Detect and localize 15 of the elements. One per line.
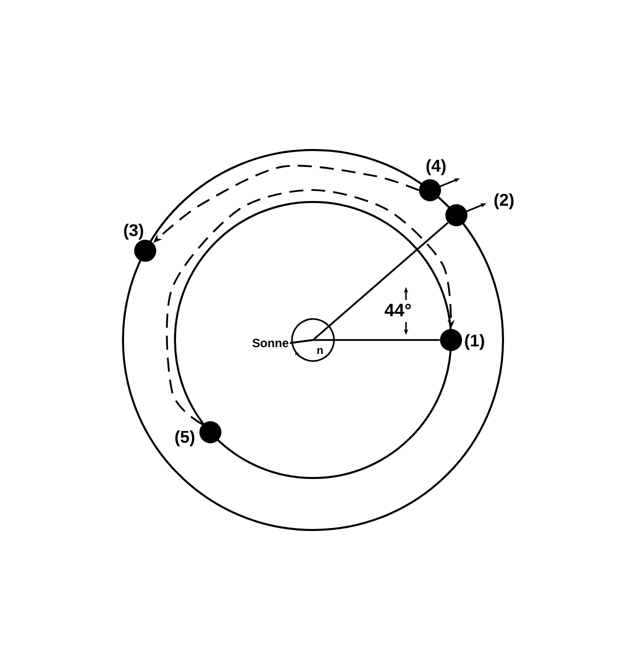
planet-dot (134, 240, 156, 262)
position-label: (5) (175, 430, 194, 446)
radius-line (290, 222, 449, 344)
position-label: (3) (124, 224, 144, 240)
position-label: (4) (426, 159, 446, 176)
angle-label: 44° (384, 304, 411, 316)
sun-label: Sonne (252, 338, 288, 348)
planet-dot (445, 204, 468, 226)
subscript-label: n (317, 348, 323, 354)
planet-dot (419, 179, 441, 202)
position-label: (2) (494, 193, 514, 210)
position-label: (1) (465, 334, 484, 350)
transfer-path (166, 189, 455, 426)
planet-dot (440, 329, 462, 351)
planet-dot (199, 421, 222, 444)
